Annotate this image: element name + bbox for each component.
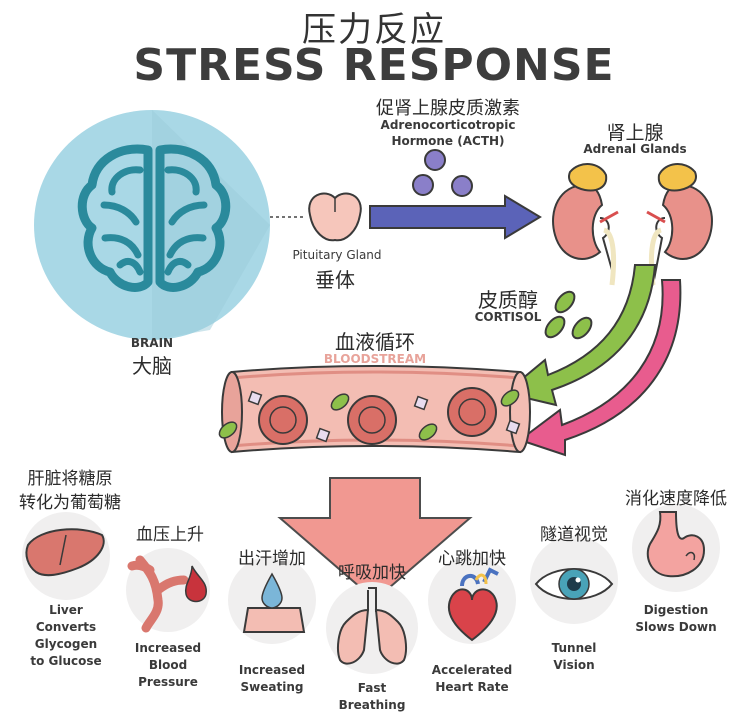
bloodstream-label-en: BLOODSTREAM <box>323 352 427 366</box>
effect-sweat-en-line1: Increased <box>238 663 306 677</box>
effect-bp-en-line1: Increased <box>134 641 202 655</box>
effect-sweat-en-line2: Sweating <box>240 680 304 694</box>
effect-bp-en-line3: Pressure <box>138 675 198 689</box>
effect-digestion-cn: 消化速度降低 <box>625 489 727 509</box>
effect-vision-en-line2: Vision <box>553 658 595 672</box>
effect-liver-en-line1: Liver <box>49 603 83 617</box>
pink-arrow-icon <box>517 279 682 457</box>
effect-heart-en-line2: Heart Rate <box>435 680 509 694</box>
acth-molecules-icon <box>412 149 473 197</box>
effect-vision-cn: 隧道视觉 <box>540 525 608 545</box>
effect-breathing-cn: 呼吸加快 <box>338 563 406 583</box>
bloodstream-label-cn: 血液循环 <box>335 330 415 354</box>
cortisol-capsules-icon <box>544 290 593 340</box>
eye-icon <box>534 568 614 600</box>
effect-breathing-en-line1: Fast <box>357 681 387 695</box>
acth-arrow-icon <box>369 194 542 240</box>
title-chinese: 压力反应 <box>302 10 446 50</box>
sweat-drop-icon <box>242 572 306 633</box>
cortisol-label-cn: 皮质醇 <box>478 288 538 312</box>
pituitary-gland-icon <box>308 192 362 242</box>
kidneys-icon <box>552 163 713 286</box>
liver-icon <box>25 528 105 577</box>
effect-digestion-en-line2: Slows Down <box>635 620 717 634</box>
effect-liver-cn-line1: 肝脏将糖原 <box>27 469 113 489</box>
down-arrow-icon <box>277 477 473 602</box>
effect-heart-cn: 心跳加快 <box>438 549 506 569</box>
effect-sweat-cn: 出汗增加 <box>238 549 306 569</box>
green-arrow-icon <box>502 264 657 407</box>
effect-breathing-en-line2: Breathing <box>338 698 406 712</box>
adrenal-label-en: Adrenal Glands <box>583 142 687 156</box>
effect-bp-cn: 血压上升 <box>136 525 204 545</box>
brain-label-cn: 大脑 <box>132 354 172 378</box>
effect-liver-en-line4: to Glucose <box>30 654 102 668</box>
blood-vessel-icon <box>218 365 531 454</box>
cortisol-label-en: CORTISOL <box>474 310 542 324</box>
lungs-icon <box>337 587 407 665</box>
pituitary-label-cn: 垂体 <box>315 268 355 292</box>
acth-label-en-line2: Hormone (ACTH) <box>391 134 505 148</box>
effect-vision-en-line1: Tunnel <box>551 641 597 655</box>
effect-liver-en-line3: Glycogen <box>34 637 98 651</box>
effect-liver-en-line2: Converts <box>35 620 97 634</box>
acth-label-en-line1: Adrenocorticotropic <box>380 118 516 132</box>
brain-icon <box>34 110 270 340</box>
adrenal-label-cn: 肾上腺 <box>606 122 664 144</box>
stomach-icon <box>646 511 706 578</box>
acth-label-cn: 促肾上腺皮质激素 <box>376 98 520 119</box>
brain-label-en: BRAIN <box>130 336 174 350</box>
blood-branch-icon <box>127 555 207 633</box>
effect-digestion-en-line1: Digestion <box>643 603 709 617</box>
effect-heart-en-line1: Accelerated <box>431 663 513 677</box>
title-english: STRESS RESPONSE <box>133 40 615 91</box>
effect-bp-en-line2: Blood <box>148 658 188 672</box>
pituitary-label-en: Pituitary Gland <box>292 248 382 262</box>
heart-icon <box>447 567 499 642</box>
effect-liver-cn-line2: 转化为葡萄糖 <box>19 493 121 513</box>
